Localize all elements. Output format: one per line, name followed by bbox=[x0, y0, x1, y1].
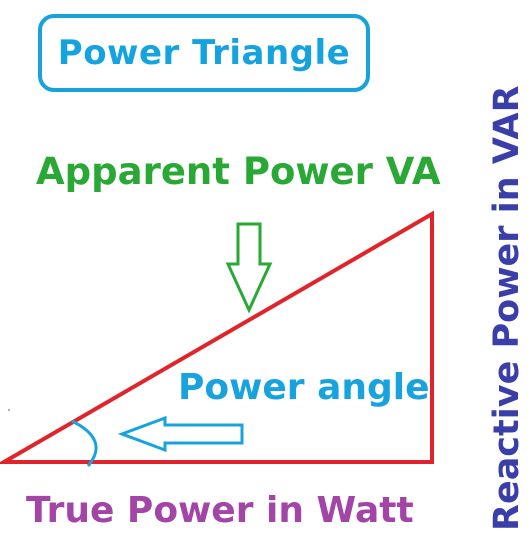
diagram-title: Power Triangle bbox=[57, 33, 351, 73]
power-triangle bbox=[0, 210, 434, 464]
arrow-down-icon bbox=[225, 222, 273, 314]
power-angle-label: Power angle bbox=[178, 367, 430, 408]
arrow-left-icon bbox=[117, 415, 244, 453]
apparent-power-label: Apparent Power VA bbox=[36, 150, 441, 193]
reactive-power-label: Reactive Power in VAR bbox=[487, 85, 527, 531]
title-box: Power Triangle bbox=[38, 14, 370, 92]
speck bbox=[8, 409, 10, 411]
angle-arc-icon bbox=[71, 419, 98, 467]
true-power-label: True Power in Watt bbox=[26, 490, 414, 531]
